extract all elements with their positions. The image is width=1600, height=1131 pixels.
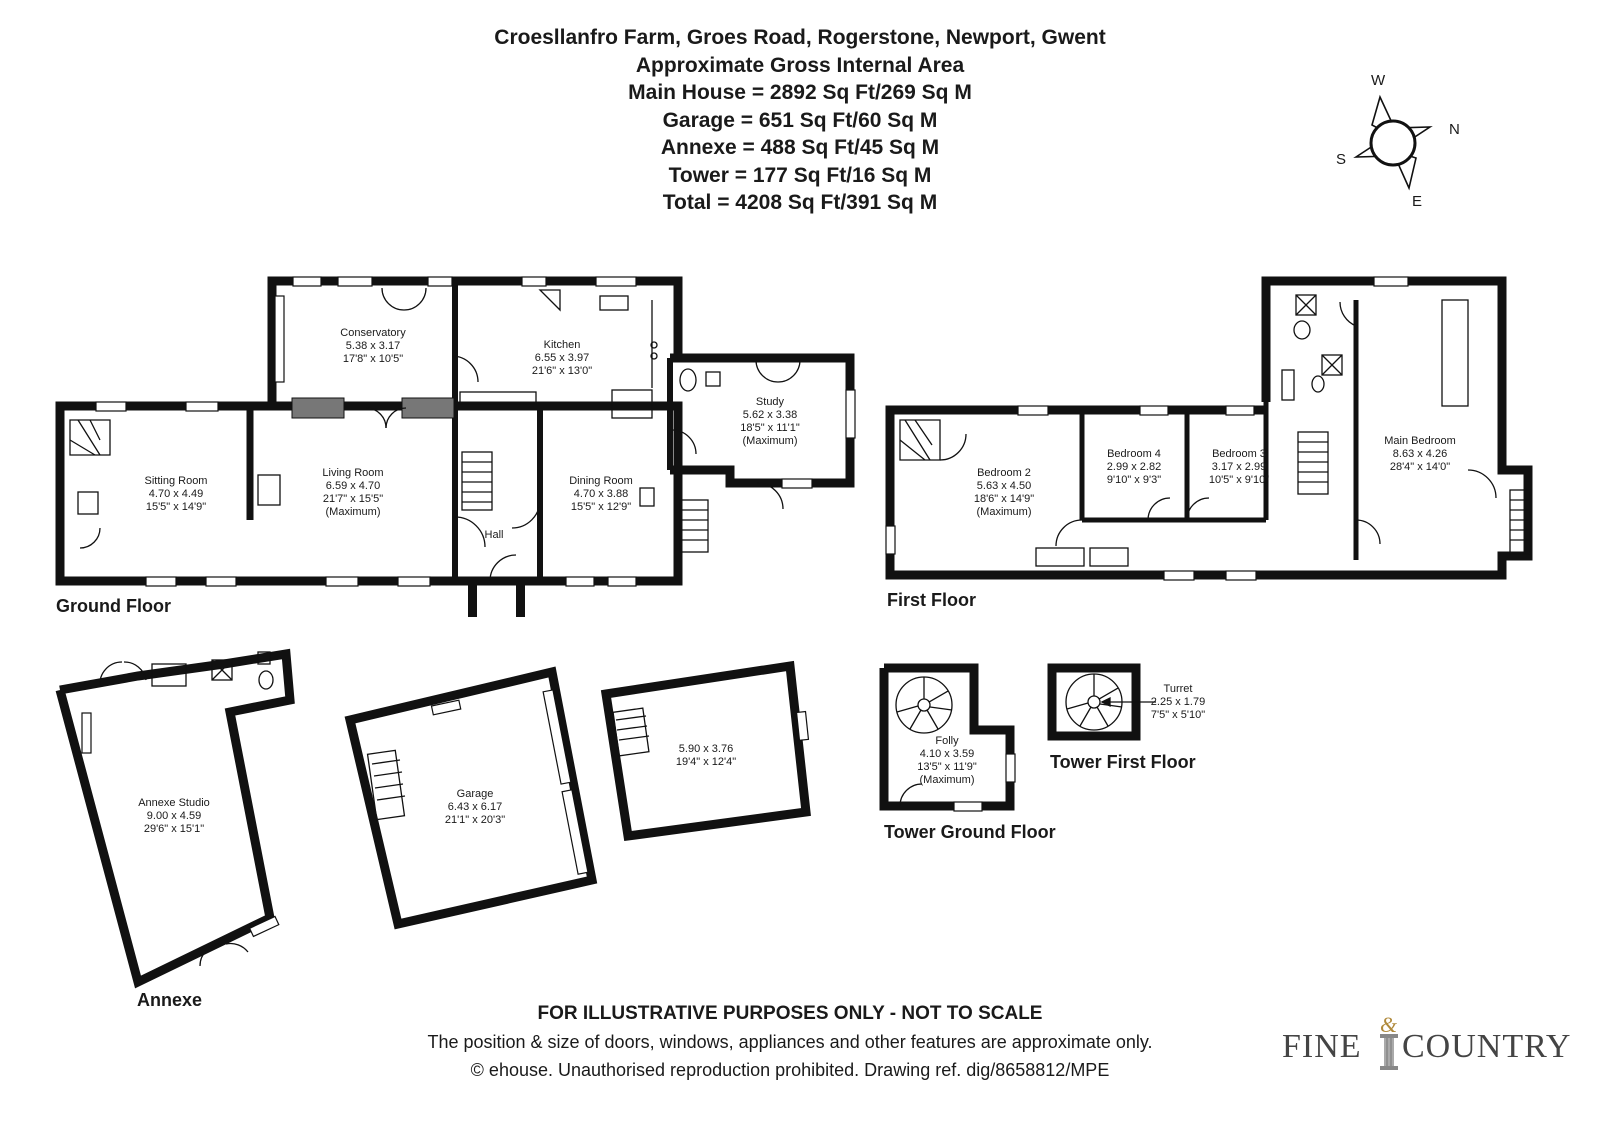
svg-text:7'5" x 5'10": 7'5" x 5'10" <box>1151 709 1205 721</box>
ground-floor-plan: Conservatory 5.38 x 3.17 17'8" x 10'5" K… <box>55 276 856 617</box>
logo-text-country: COUNTRY <box>1402 1028 1572 1065</box>
tower-ground-plan: Folly 4.10 x 3.59 13'5" x 11'9" (Maximum… <box>879 663 1056 842</box>
compass-s: S <box>1336 151 1346 168</box>
room-folly: Folly 4.10 x 3.59 13'5" x 11'9" (Maximum… <box>917 735 977 786</box>
svg-text:18'5" x 11'1": 18'5" x 11'1" <box>740 422 800 434</box>
svg-text:Main Bedroom: Main Bedroom <box>1384 435 1456 447</box>
garage-plan: Garage 6.43 x 6.17 21'1" x 20'3" <box>344 666 598 930</box>
room-main-bedroom: Main Bedroom 8.63 x 4.26 28'4" x 14'0" <box>1384 435 1456 473</box>
compass-e: E <box>1412 193 1422 210</box>
area-total: Total = 4208 Sq Ft/391 Sq M <box>662 191 938 214</box>
annexe-plan: Annexe Studio 9.00 x 4.59 29'6" x 15'1" … <box>55 648 295 1010</box>
tower-first-plan: Turret 2.25 x 1.79 7'5" x 5'10" Tower Fi… <box>1047 663 1205 772</box>
svg-text:15'5" x 14'9": 15'5" x 14'9" <box>146 501 206 513</box>
compass-n: N <box>1449 121 1460 138</box>
compass-icon: W N S E <box>1336 72 1460 210</box>
svg-text:4.70 x 3.88: 4.70 x 3.88 <box>574 488 628 500</box>
room-garage: Garage 6.43 x 6.17 21'1" x 20'3" <box>445 788 505 826</box>
svg-text:Dining Room: Dining Room <box>569 475 633 487</box>
svg-text:9.00 x 4.59: 9.00 x 4.59 <box>147 810 201 822</box>
area-annexe: Annexe = 488 Sq Ft/45 Sq M <box>660 136 940 159</box>
svg-text:5.90 x 3.76: 5.90 x 3.76 <box>679 743 733 755</box>
svg-text:21'6" x 13'0": 21'6" x 13'0" <box>532 365 592 377</box>
svg-text:18'6" x 14'9": 18'6" x 14'9" <box>974 493 1034 505</box>
room-bedroom-3: Bedroom 3 3.17 x 2.99 10'5" x 9'10" <box>1209 448 1269 486</box>
property-address: Croesllanfro Farm, Groes Road, Rogerston… <box>494 26 1106 49</box>
room-sitting-room: Sitting Room 4.70 x 4.49 15'5" x 14'9" <box>145 475 208 513</box>
svg-text:17'8" x 10'5": 17'8" x 10'5" <box>343 353 403 365</box>
logo-text-fine: FINE <box>1282 1028 1362 1065</box>
room-dining-room: Dining Room 4.70 x 3.88 15'5" x 12'9" <box>569 475 633 513</box>
compass-w: W <box>1371 72 1386 89</box>
area-main-house: Main House = 2892 Sq Ft/269 Sq M <box>628 81 972 104</box>
label-tower-first-floor: Tower First Floor <box>1050 752 1196 772</box>
svg-text:6.55 x 3.97: 6.55 x 3.97 <box>535 352 589 364</box>
footer-block: FOR ILLUSTRATIVE PURPOSES ONLY - NOT TO … <box>360 1000 1220 1084</box>
room-study: Study 5.62 x 3.38 18'5" x 11'1" (Maximum… <box>740 396 800 447</box>
svg-text:10'5" x 9'10": 10'5" x 9'10" <box>1209 474 1269 486</box>
logo-ampersand: & <box>1380 1012 1398 1037</box>
room-bedroom-4: Bedroom 4 2.99 x 2.82 9'10" x 9'3" <box>1107 448 1161 486</box>
svg-text:Turret: Turret <box>1164 683 1193 695</box>
label-first-floor: First Floor <box>887 590 976 610</box>
svg-text:(Maximum): (Maximum) <box>920 774 975 786</box>
svg-text:Study: Study <box>756 396 785 408</box>
room-turret: Turret 2.25 x 1.79 7'5" x 5'10" <box>1151 683 1205 721</box>
svg-text:2.25 x 1.79: 2.25 x 1.79 <box>1151 696 1205 708</box>
svg-text:6.43 x 6.17: 6.43 x 6.17 <box>448 801 502 813</box>
room-conservatory: Conservatory 5.38 x 3.17 17'8" x 10'5" <box>340 327 406 365</box>
area-garage: Garage = 651 Sq Ft/60 Sq M <box>662 108 938 132</box>
svg-text:21'7" x 15'5": 21'7" x 15'5" <box>323 493 383 505</box>
fine-country-logo: FINE & COUNTRY <box>1282 1012 1570 1078</box>
svg-text:Kitchen: Kitchen <box>544 339 581 351</box>
svg-text:5.62 x 3.38: 5.62 x 3.38 <box>743 409 797 421</box>
header-block: Croesllanfro Farm, Groes Road, Rogerston… <box>380 24 1220 217</box>
room-annexe-studio: Annexe Studio 9.00 x 4.59 29'6" x 15'1" <box>138 797 210 835</box>
first-floor-plan: Bedroom 2 5.63 x 4.50 18'6" x 14'9" (Max… <box>885 276 1533 610</box>
svg-text:Folly: Folly <box>935 735 959 747</box>
svg-text:8.63 x 4.26: 8.63 x 4.26 <box>1393 448 1447 460</box>
svg-text:Bedroom 2: Bedroom 2 <box>977 467 1031 479</box>
room-living-room: Living Room 6.59 x 4.70 21'7" x 15'5" (M… <box>322 467 383 518</box>
area-heading: Approximate Gross Internal Area <box>635 53 965 77</box>
svg-text:Annexe Studio: Annexe Studio <box>138 797 210 809</box>
svg-text:21'1" x 20'3": 21'1" x 20'3" <box>445 814 505 826</box>
svg-text:29'6" x 15'1": 29'6" x 15'1" <box>144 823 204 835</box>
svg-text:Sitting Room: Sitting Room <box>145 475 208 487</box>
label-annexe: Annexe <box>137 990 202 1010</box>
room-bedroom-2: Bedroom 2 5.63 x 4.50 18'6" x 14'9" (Max… <box>974 467 1034 518</box>
svg-text:3.17 x 2.99: 3.17 x 2.99 <box>1212 461 1266 473</box>
footer-note: The position & size of doors, windows, a… <box>427 1032 1153 1052</box>
label-ground-floor: Ground Floor <box>56 596 171 616</box>
svg-text:19'4" x 12'4": 19'4" x 12'4" <box>676 756 736 768</box>
room-garage-upper: 5.90 x 3.76 19'4" x 12'4" <box>676 743 736 768</box>
svg-text:5.38 x 3.17: 5.38 x 3.17 <box>346 340 400 352</box>
svg-text:(Maximum): (Maximum) <box>743 435 798 447</box>
svg-text:9'10" x 9'3": 9'10" x 9'3" <box>1107 474 1161 486</box>
room-hall: Hall <box>485 529 504 541</box>
pillar-icon <box>1380 1034 1398 1070</box>
svg-text:2.99 x 2.82: 2.99 x 2.82 <box>1107 461 1161 473</box>
svg-text:Bedroom 3: Bedroom 3 <box>1212 448 1266 460</box>
footer-copyright: © ehouse. Unauthorised reproduction proh… <box>470 1060 1110 1080</box>
svg-text:6.59 x 4.70: 6.59 x 4.70 <box>326 480 380 492</box>
garage-upper-plan: 5.90 x 3.76 19'4" x 12'4" <box>600 660 811 842</box>
svg-text:4.10 x 3.59: 4.10 x 3.59 <box>920 748 974 760</box>
area-tower: Tower = 177 Sq Ft/16 Sq M <box>668 163 932 187</box>
room-kitchen: Kitchen 6.55 x 3.97 21'6" x 13'0" <box>532 339 592 377</box>
svg-text:(Maximum): (Maximum) <box>326 506 381 518</box>
footer-disclaimer: FOR ILLUSTRATIVE PURPOSES ONLY - NOT TO … <box>537 1003 1043 1024</box>
svg-text:Conservatory: Conservatory <box>340 327 406 339</box>
svg-text:(Maximum): (Maximum) <box>977 506 1032 518</box>
svg-text:Living Room: Living Room <box>322 467 383 479</box>
svg-text:15'5" x 12'9": 15'5" x 12'9" <box>571 501 631 513</box>
svg-text:Bedroom 4: Bedroom 4 <box>1107 448 1161 460</box>
svg-text:Garage: Garage <box>457 788 494 800</box>
svg-text:4.70 x 4.49: 4.70 x 4.49 <box>149 488 203 500</box>
svg-text:28'4" x 14'0": 28'4" x 14'0" <box>1390 461 1450 473</box>
svg-text:5.63 x 4.50: 5.63 x 4.50 <box>977 480 1031 492</box>
label-tower-ground-floor: Tower Ground Floor <box>884 822 1056 842</box>
svg-text:13'5" x 11'9": 13'5" x 11'9" <box>917 761 977 773</box>
